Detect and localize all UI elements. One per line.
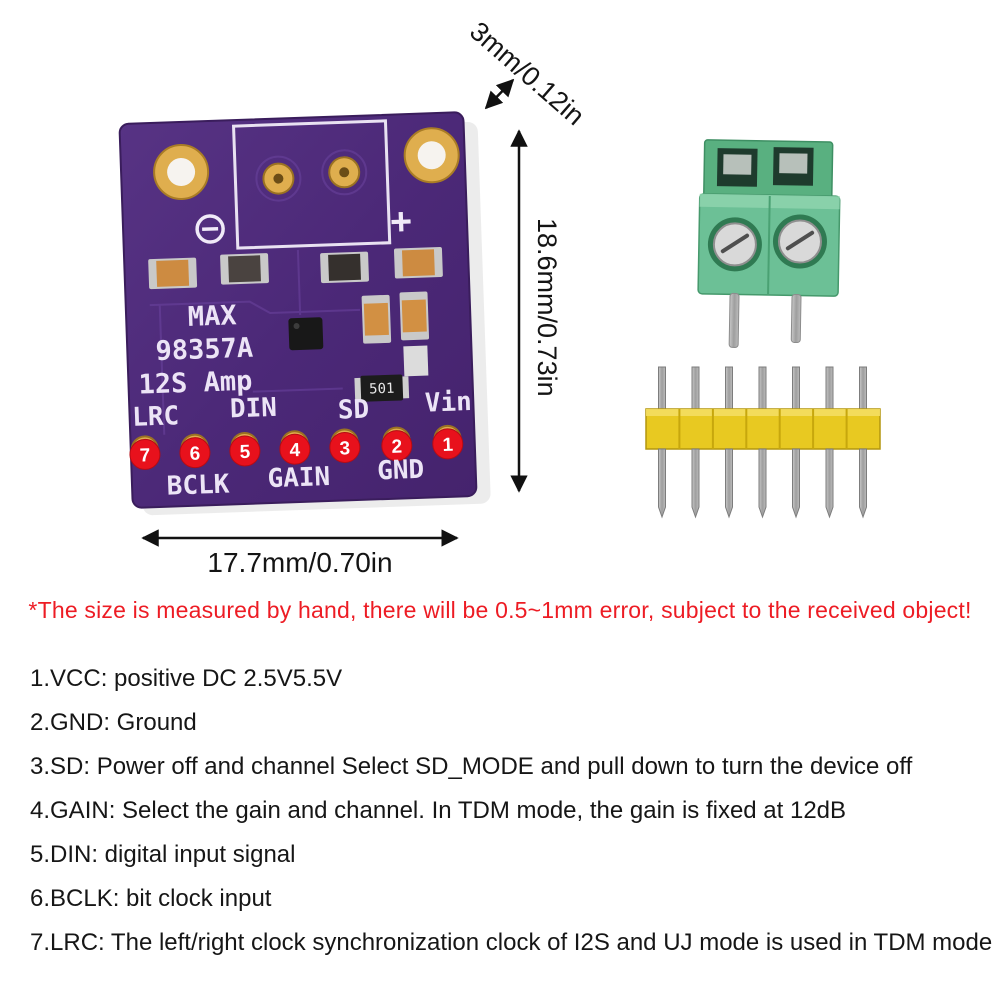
smd-capacitor bbox=[399, 291, 430, 341]
solder-pad bbox=[403, 345, 429, 377]
pin-number-badge: 3 bbox=[329, 431, 361, 463]
smd-capacitor bbox=[148, 257, 198, 290]
pin-number-badge: 1 bbox=[432, 428, 464, 460]
dimension-label-height: 18.6mm/0.73in bbox=[532, 218, 562, 397]
pin-description-din: 5.DIN: digital input signal bbox=[30, 841, 296, 868]
speaker-pad-right bbox=[328, 156, 361, 189]
dimension-label-width: 17.7mm/0.70in bbox=[207, 547, 392, 578]
terminal-pin bbox=[790, 293, 802, 344]
header-pin-bottoms bbox=[658, 448, 867, 519]
smd-capacitor bbox=[393, 247, 443, 279]
silkscreen-box bbox=[231, 119, 392, 250]
mounting-hole-right bbox=[403, 127, 460, 184]
header-plastic-bar bbox=[645, 408, 881, 450]
pin-number-badge: 5 bbox=[229, 435, 261, 467]
pin-label-sd: SD bbox=[337, 395, 369, 426]
pin-description-bclk: 6.BCLK: bit clock input bbox=[30, 885, 272, 912]
smd-capacitor bbox=[361, 294, 392, 344]
ic-chip bbox=[288, 317, 324, 351]
svg-text:3: 3 bbox=[339, 438, 350, 459]
mounting-hole-left bbox=[153, 143, 210, 200]
smd-resistor: 501 bbox=[354, 374, 410, 402]
size-disclaimer: *The size is measured by hand, there wil… bbox=[28, 597, 972, 623]
terminal-screw bbox=[707, 217, 762, 272]
pcb-board: + bbox=[118, 111, 491, 516]
pin-number-badge: 6 bbox=[179, 437, 211, 469]
terminal-pin bbox=[728, 292, 740, 348]
pin-description-vcc: 1.VCC: positive DC 2.5V5.5V bbox=[30, 665, 343, 692]
svg-text:1: 1 bbox=[442, 435, 454, 456]
dimension-thickness: 3mm/0.12in bbox=[464, 16, 590, 131]
screw-slot bbox=[720, 233, 750, 254]
pin-label-vin: Vin bbox=[424, 387, 472, 419]
pin-description-list: 1.VCC: positive DC 2.5V5.5V 2.GND: Groun… bbox=[30, 665, 993, 974]
pin-number-badge: 4 bbox=[279, 433, 311, 465]
pin-label-lrc: LRC bbox=[132, 401, 180, 433]
hero-graphic: + bbox=[118, 16, 881, 578]
pin-header bbox=[645, 366, 881, 519]
pin-number-badge: 7 bbox=[129, 438, 161, 470]
terminal-screw bbox=[772, 214, 827, 269]
screw-slot bbox=[785, 230, 815, 251]
pcb-traces bbox=[149, 149, 368, 435]
svg-text:7: 7 bbox=[139, 445, 150, 466]
minus-symbol bbox=[195, 214, 225, 244]
header-pin-tops bbox=[658, 366, 867, 411]
svg-text:5: 5 bbox=[239, 442, 251, 463]
pin-description-gain: 4.GAIN: Select the gain and channel. In … bbox=[30, 797, 847, 824]
plus-symbol: + bbox=[389, 201, 413, 244]
pin-description-sd: 3.SD: Power off and channel Select SD_MO… bbox=[30, 753, 913, 780]
pin-description-gnd: 2.GND: Ground bbox=[30, 709, 197, 736]
pin-label-din: DIN bbox=[229, 393, 277, 425]
pin-label-gnd: GND bbox=[377, 455, 425, 487]
svg-text:4: 4 bbox=[289, 440, 301, 461]
dimension-arrow-thickness bbox=[484, 78, 515, 110]
pin-number-badges: 7 6 5 4 3 2 1 bbox=[129, 428, 464, 470]
smd-capacitor bbox=[320, 251, 369, 284]
pin-number-badge: 2 bbox=[381, 430, 413, 462]
resistor-label: 501 bbox=[369, 381, 395, 398]
svg-text:6: 6 bbox=[189, 444, 200, 465]
smd-capacitor bbox=[220, 253, 269, 285]
dimension-label-thickness: 3mm/0.12in bbox=[464, 16, 590, 131]
svg-text:2: 2 bbox=[391, 436, 402, 457]
dimension-height: 18.6mm/0.73in bbox=[510, 129, 562, 493]
pin-description-lrc: 7.LRC: The left/right clock synchronizat… bbox=[30, 929, 993, 956]
silkscreen-line-2: 98357A bbox=[155, 333, 254, 367]
pin-label-gain: GAIN bbox=[267, 462, 331, 494]
smd-capacitor-row bbox=[148, 247, 443, 290]
pin-label-bclk: BCLK bbox=[166, 469, 230, 501]
silkscreen-line-3: 12S Amp bbox=[138, 366, 253, 401]
silkscreen-line-1: MAX bbox=[187, 300, 237, 333]
speaker-pad-left bbox=[262, 162, 295, 195]
dimension-width: 17.7mm/0.70in bbox=[141, 529, 459, 578]
screw-terminal-block bbox=[697, 139, 841, 348]
